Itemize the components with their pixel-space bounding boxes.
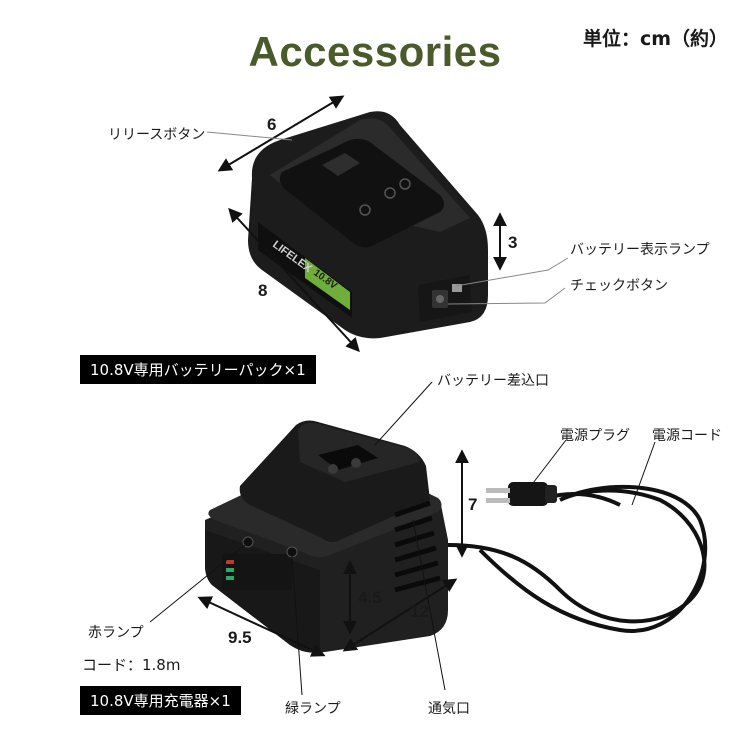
release-leader: [206, 131, 293, 141]
cord-leader: [631, 441, 656, 506]
release-button-label: リリースボタン: [108, 127, 206, 143]
charger-depth-value: 12: [410, 602, 429, 621]
battery-caption: 10.8V専用バッテリーパック×1: [80, 355, 316, 384]
slot-leader: [374, 381, 433, 446]
charger-width-dim-line: [197, 596, 326, 657]
page-title: Accessories: [248, 28, 502, 75]
battery-length-dim-line: [228, 207, 360, 353]
battery-slot-label: バッテリー差込口: [437, 373, 549, 389]
power-cord-label: 電源コード: [652, 428, 722, 444]
green-lamp-label: 緑ランプ: [285, 701, 341, 717]
charger-height-value: 7: [468, 495, 478, 514]
red-lamp-leader: [149, 544, 246, 623]
unit-note: 単位：cm（約）: [582, 28, 728, 50]
battery-length-value: 8: [258, 281, 268, 300]
red-lamp-label: 赤ランプ: [88, 625, 144, 641]
charger-base-height-value: 4.5: [358, 588, 382, 607]
power-plug-label: 電源プラグ: [560, 428, 630, 444]
green-lamp-leader: [291, 555, 303, 696]
check-button-label: チェックボタン: [570, 278, 668, 294]
charger-caption: 10.8V専用充電器×1: [80, 686, 241, 715]
charger-depth-dim-line: [342, 578, 458, 652]
battery-width-dim-line: [217, 95, 345, 172]
battery-width-value: 6: [267, 115, 277, 134]
power-cord-image: [447, 482, 708, 633]
battery-height-value: 3: [508, 233, 518, 252]
cord-length-note: コード：1.8m: [82, 656, 181, 674]
vent-leader: [412, 519, 446, 691]
battery-indicator-label: バッテリー表示ランプ: [570, 242, 710, 258]
charger-width-value: 9.5: [228, 628, 252, 647]
check-leader: [447, 287, 566, 305]
plug-leader: [529, 439, 567, 488]
vent-label: 通気口: [428, 701, 470, 717]
indicator-leader: [455, 257, 569, 287]
